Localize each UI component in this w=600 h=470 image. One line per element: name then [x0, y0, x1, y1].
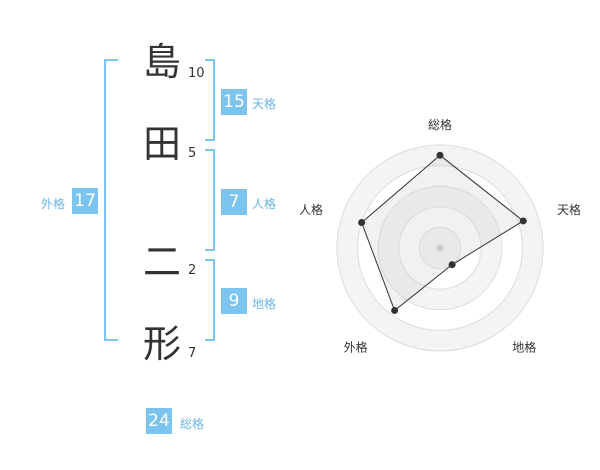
radar-point-4 [391, 306, 399, 314]
stroke-count-3: 2 [188, 263, 197, 278]
tenkaku-badge: 15 [221, 89, 247, 115]
name-char-3: 二 [142, 240, 181, 284]
radar-axis-label-5: 人格 [300, 202, 323, 217]
gaikaku-badge: 17 [72, 188, 98, 214]
jinkaku-label: 人格 [252, 197, 277, 211]
radar-axis-label-1: 総格 [428, 117, 452, 132]
radar-axis-label-3: 地格 [512, 340, 536, 355]
tenkaku-bracket [205, 59, 215, 141]
outer-bracket [104, 59, 118, 341]
soukaku-badge: 24 [146, 408, 172, 434]
radar-axis-label-4: 外格 [344, 340, 368, 355]
radar-point-3 [448, 261, 456, 269]
radar-points [358, 151, 527, 314]
jinkaku-badge: 7 [221, 189, 247, 215]
chikaku-label: 地格 [252, 297, 277, 311]
chikaku-badge: 9 [221, 288, 247, 314]
name-char-4: 形 [142, 322, 181, 366]
radar-center [436, 244, 444, 252]
radar-point-5 [358, 219, 366, 227]
soukaku-label: 総格 [180, 417, 205, 431]
tenkaku-label: 天格 [252, 97, 277, 111]
name-char-2: 田 [142, 122, 181, 166]
stroke-count-1: 10 [188, 66, 205, 81]
radar-axis-label-2: 天格 [557, 202, 580, 217]
chikaku-bracket [205, 259, 215, 341]
radar-point-2 [519, 217, 527, 225]
radar-polygon [361, 154, 525, 312]
stroke-count-2: 5 [188, 146, 197, 161]
jinkaku-bracket [205, 149, 215, 251]
name-char-1: 島 [142, 40, 181, 84]
stroke-count-4: 7 [188, 346, 197, 361]
gaikaku-label: 外格 [41, 197, 66, 211]
radar-point-1 [436, 151, 444, 159]
